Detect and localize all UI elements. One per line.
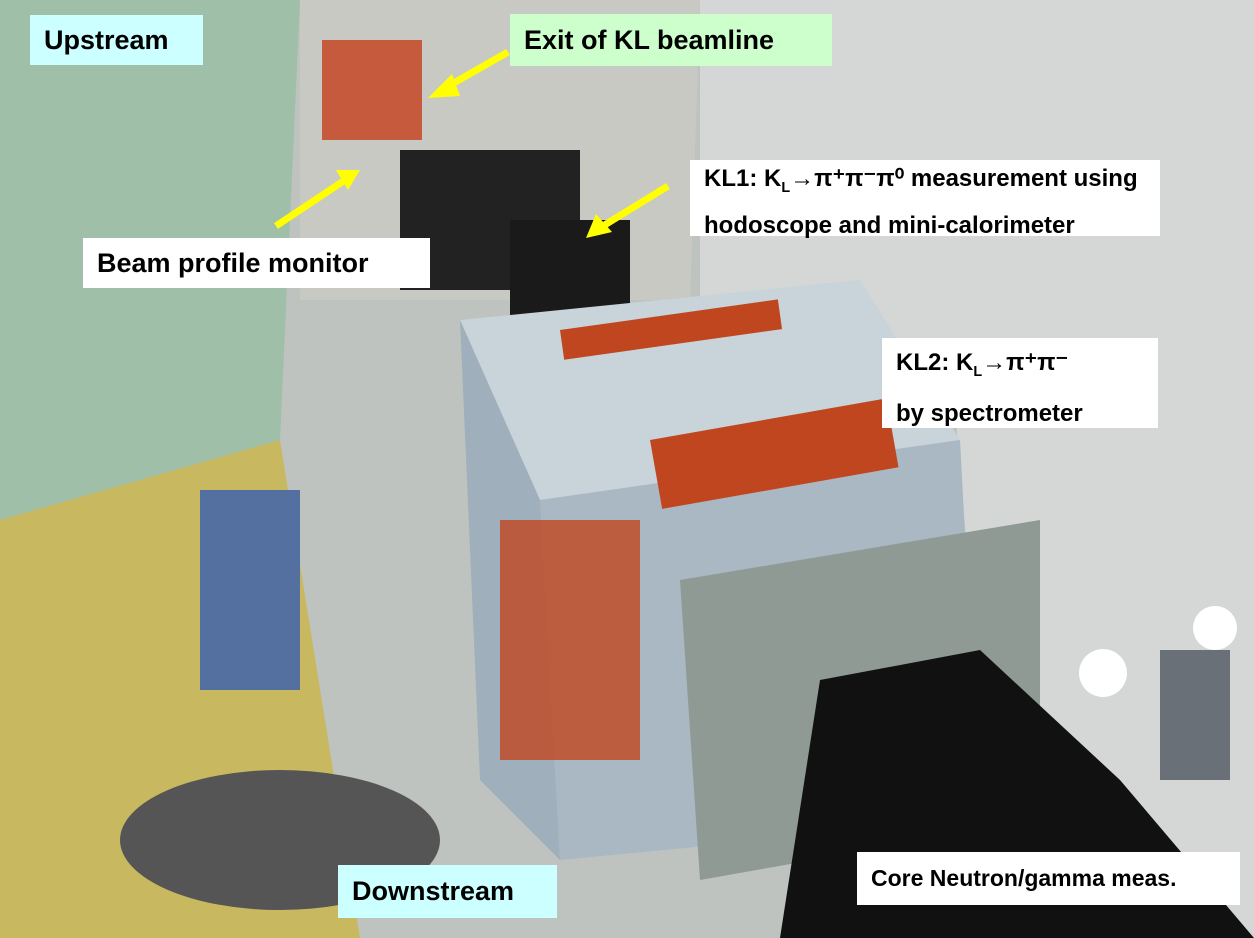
arrow-exit — [428, 48, 510, 98]
kl2-subscript: L — [973, 363, 983, 380]
kl2-title: KL2: K — [896, 349, 974, 376]
core-neutron-label: Core Neutron/gamma meas. — [857, 852, 1240, 905]
kl1-title: KL1: K — [704, 165, 782, 192]
kl1-line2: hodoscope and mini-calorimeter — [704, 211, 1075, 239]
kl2-label: KL2: KL→π⁺π⁻ by spectrometer — [882, 338, 1158, 428]
arrow-beam-profile — [274, 170, 360, 229]
kl1-label: KL1: KL→π⁺π⁻π⁰ measurement using hodosco… — [690, 160, 1160, 239]
downstream-label: Downstream — [338, 865, 557, 918]
kl2-decay: →π⁺π⁻ — [982, 349, 1069, 376]
exit-beamline-label: Exit of KL beamline — [510, 14, 832, 66]
beam-profile-label: Beam profile monitor — [83, 238, 430, 288]
kl2-line2: by spectrometer — [896, 399, 1083, 427]
kl1-subscript: L — [781, 179, 791, 196]
arrow-kl1 — [586, 183, 670, 238]
upstream-label: Upstream — [30, 15, 203, 65]
kl1-decay: →π⁺π⁻π⁰ measurement using — [790, 165, 1138, 192]
